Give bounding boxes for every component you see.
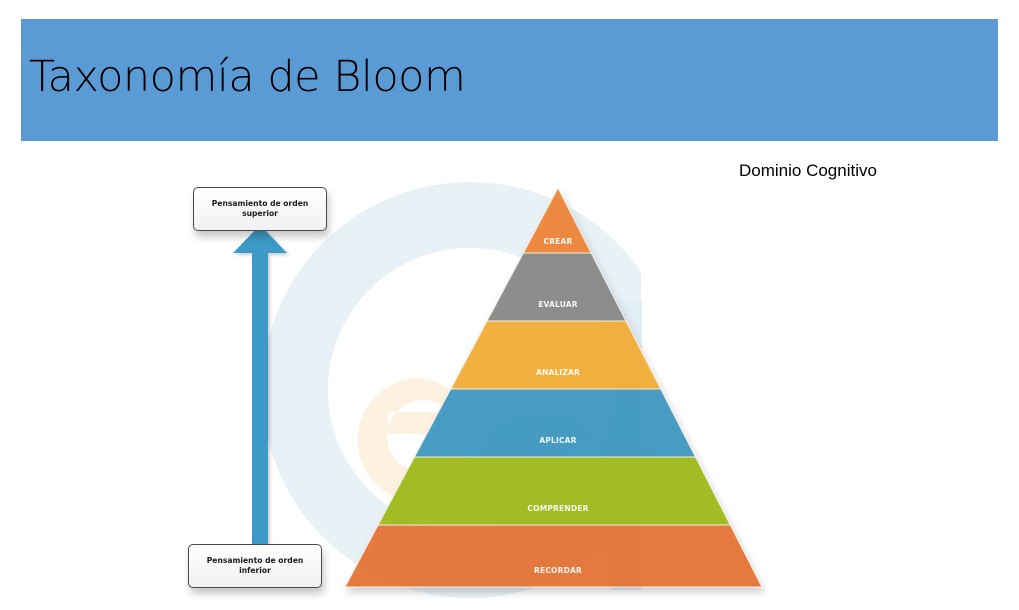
title-band <box>21 19 998 141</box>
pyramid-level-comprender <box>377 456 732 526</box>
higher-order-label-line2: superior <box>242 209 278 218</box>
pyramid-label-evaluar: EVALUAR <box>538 300 578 309</box>
pyramid-level-analizar <box>449 320 662 390</box>
lower-order-label-line2: inferior <box>239 566 271 575</box>
bloom-pyramid <box>344 186 763 588</box>
pyramid-label-analizar: ANALIZAR <box>536 368 580 377</box>
lower-order-thinking-box: Pensamiento de orden inferior <box>188 544 322 588</box>
arrow-shaft <box>252 252 268 548</box>
watermark-c-ring <box>262 182 641 598</box>
pyramid-label-comprender: COMPRENDER <box>527 504 588 513</box>
slide-title: Taxonomía de Bloom <box>29 52 466 102</box>
higher-order-label-line1: Pensamiento de orden <box>211 199 309 208</box>
up-arrow <box>233 225 287 548</box>
slide-subtitle: Dominio Cognitivo <box>739 161 877 180</box>
pyramid-labels: CREAR EVALUAR ANALIZAR APLICAR COMPRENDER REC… <box>527 237 588 575</box>
pyramid-level-recordar <box>344 524 763 588</box>
pyramid-label-recordar: RECORDAR <box>534 566 582 575</box>
higher-order-thinking-box: Pensamiento de orden superior <box>193 187 327 231</box>
pyramid-label-crear: CREAR <box>544 237 573 246</box>
pyramid-label-aplicar: APLICAR <box>539 436 576 445</box>
arrow-head <box>233 225 287 253</box>
lower-order-label-line1: Pensamiento de orden <box>206 556 304 565</box>
pyramid-level-aplicar <box>413 388 697 458</box>
